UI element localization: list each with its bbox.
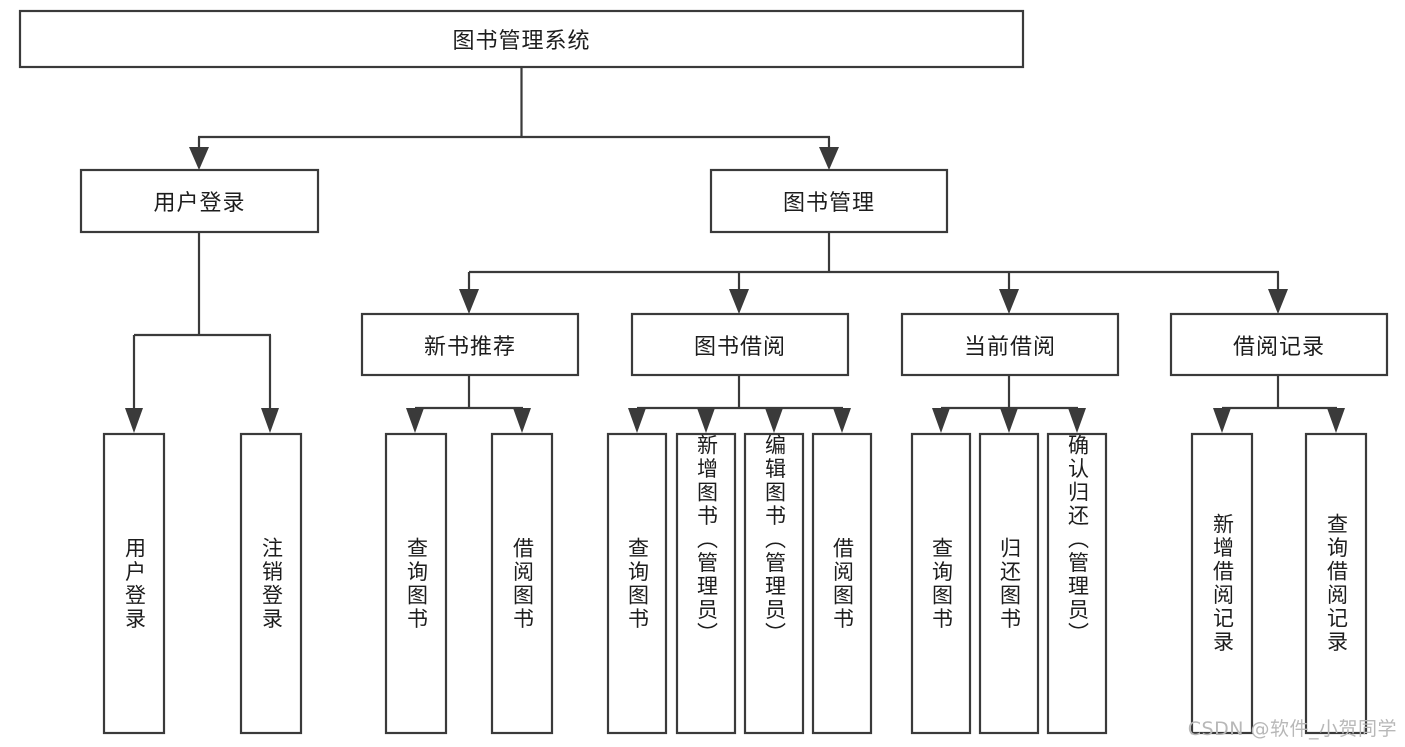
arrowhead-l3-1 <box>729 289 749 314</box>
arrowhead-login-leaf-0 <box>125 408 143 433</box>
arrowhead-bookborrow-leaf-0 <box>628 408 646 433</box>
leaf-box-newbook-0[interactable] <box>384 432 448 735</box>
arrowhead-root-to-login <box>189 147 209 170</box>
node-book-management-box[interactable] <box>709 168 949 234</box>
node-root-box[interactable] <box>18 9 1025 69</box>
arrowhead-newbook-leaf-0 <box>406 408 424 433</box>
leaf-box-user-login-1[interactable] <box>239 432 303 735</box>
leaf-box-bookborrow-3[interactable] <box>811 432 873 735</box>
arrowhead-bookborrow-leaf-2 <box>765 408 783 433</box>
leaf-box-borrowrecord-1[interactable] <box>1304 432 1368 735</box>
node-borrow-record-box[interactable] <box>1169 312 1389 377</box>
node-book-borrow-box[interactable] <box>630 312 850 377</box>
leaf-box-currentborrow-0[interactable] <box>910 432 972 735</box>
arrowhead-l3-2 <box>999 289 1019 314</box>
node-current-borrow-box[interactable] <box>900 312 1120 377</box>
arrowhead-login-leaf-1 <box>261 408 279 433</box>
arrowhead-borrowrecord-leaf-1 <box>1327 408 1345 433</box>
leaf-box-newbook-1[interactable] <box>490 432 554 735</box>
leaf-box-currentborrow-1[interactable] <box>978 432 1040 735</box>
arrowhead-borrowrecord-leaf-0 <box>1213 408 1231 433</box>
arrowhead-bookborrow-leaf-3 <box>833 408 851 433</box>
leaf-box-bookborrow-0[interactable] <box>606 432 668 735</box>
arrowhead-l3-0 <box>459 289 479 314</box>
arrowhead-root-to-bookmgmt <box>819 147 839 170</box>
leaf-box-borrowrecord-0[interactable] <box>1190 432 1254 735</box>
arrowhead-currentborrow-leaf-0 <box>932 408 950 433</box>
arrowhead-currentborrow-leaf-1 <box>1000 408 1018 433</box>
leaf-box-user-login-0[interactable] <box>102 432 166 735</box>
leaf-box-bookborrow-1[interactable] <box>675 432 737 735</box>
arrowhead-l3-3 <box>1268 289 1288 314</box>
leaf-box-currentborrow-2[interactable] <box>1046 432 1108 735</box>
arrowhead-currentborrow-leaf-2 <box>1068 408 1086 433</box>
node-new-book-recommend-box[interactable] <box>360 312 580 377</box>
node-user-login-box[interactable] <box>79 168 320 234</box>
arrowhead-bookborrow-leaf-1 <box>697 408 715 433</box>
leaf-box-bookborrow-2[interactable] <box>743 432 805 735</box>
arrowhead-newbook-leaf-1 <box>513 408 531 433</box>
